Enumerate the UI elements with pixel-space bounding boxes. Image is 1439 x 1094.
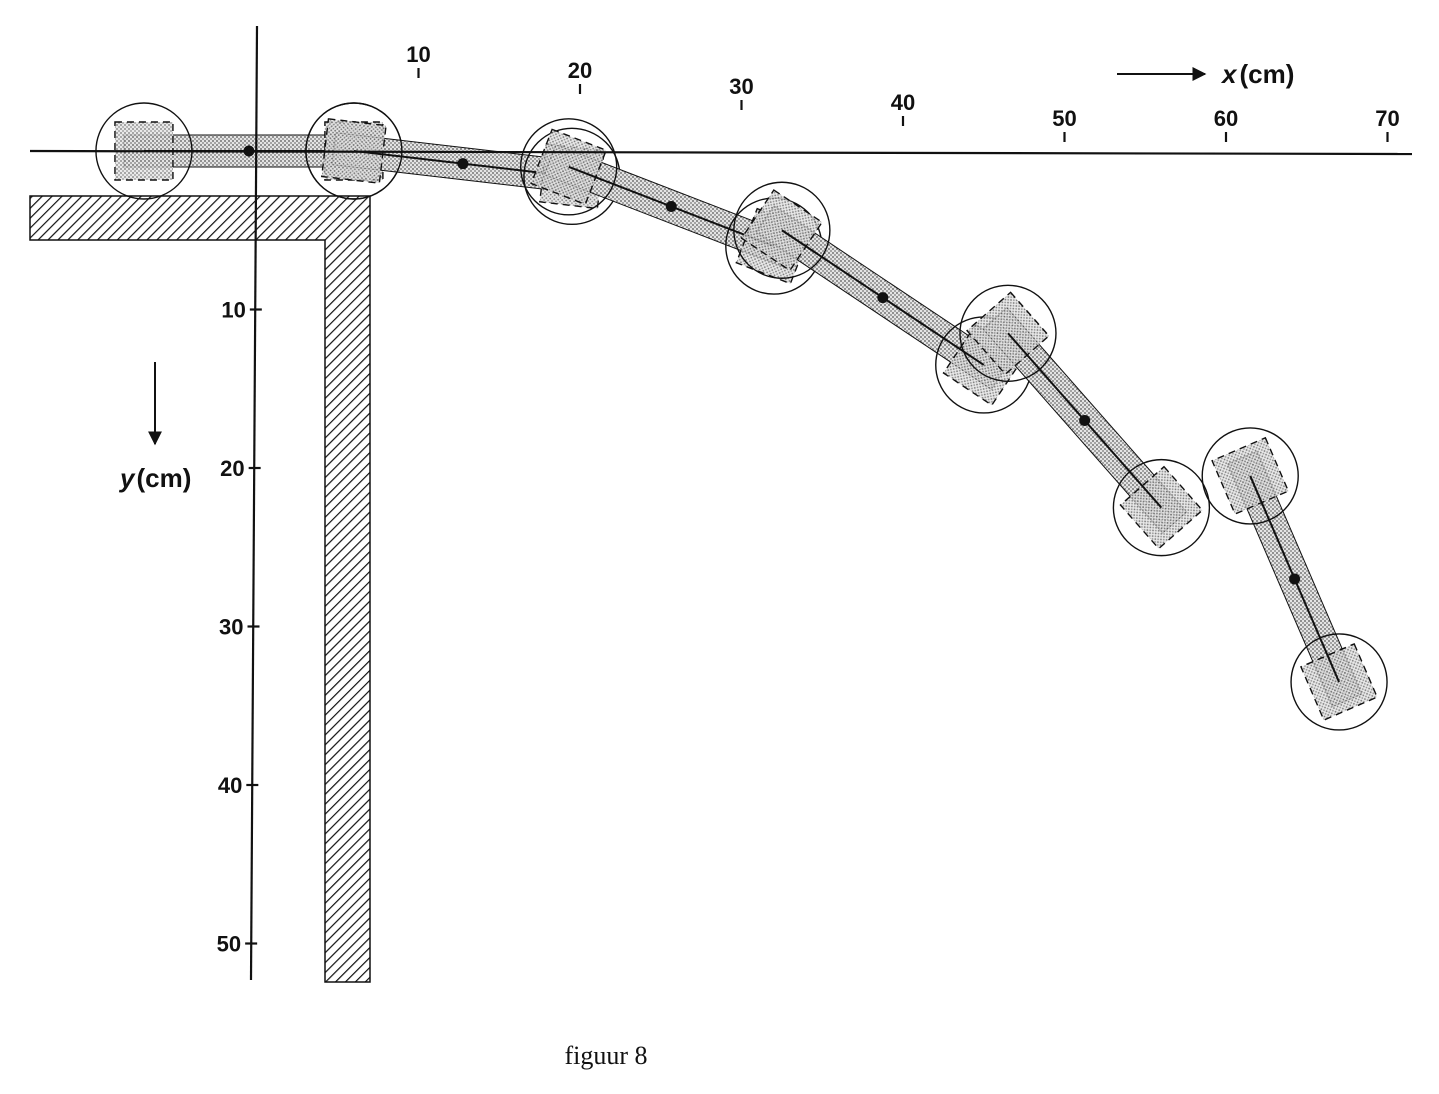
y-axis-title: y(cm)	[118, 463, 191, 493]
x-tick-label: 30	[729, 74, 753, 99]
end-circle	[1290, 633, 1388, 731]
y-tick-label: 50	[217, 932, 241, 957]
x-axis-line	[29, 149, 1413, 156]
end-circle	[1112, 458, 1211, 557]
end-circle	[519, 118, 618, 216]
x-tick-label: 70	[1375, 106, 1399, 131]
figure-caption: figuur 8	[564, 1041, 647, 1070]
x-tick-label: 40	[891, 90, 915, 115]
y-tick-label: 40	[218, 773, 242, 798]
center-of-mass-dot	[665, 200, 677, 212]
x-axis-ticks: 10 20 30 40 50 60 70	[406, 42, 1400, 142]
end-circle	[959, 284, 1057, 382]
center-of-mass-dot	[457, 158, 469, 170]
center-of-mass-dot	[1079, 414, 1091, 426]
y-tick-label: 30	[219, 615, 243, 640]
center-of-mass-dot	[877, 292, 889, 304]
end-circle	[1201, 427, 1299, 525]
x-axis-title: x(cm)	[1220, 59, 1294, 89]
x-tick-label: 60	[1214, 106, 1238, 131]
y-axis-ticks: 10 20 30 40 50	[217, 298, 262, 957]
center-of-mass-dot	[1289, 573, 1301, 585]
y-axis-line	[249, 25, 259, 981]
axes: 10 20 30 40 50 60 70 10 20 30 40 50 x(cm) y(cm)	[29, 25, 1413, 981]
y-tick-label: 20	[220, 456, 244, 481]
rod-position	[733, 181, 1033, 414]
rod-position	[1201, 427, 1388, 731]
x-tick-label: 20	[568, 58, 592, 83]
table-edge	[29, 195, 371, 983]
x-tick-label: 50	[1052, 106, 1076, 131]
end-circle	[733, 181, 831, 279]
x-tick-label: 10	[406, 42, 430, 67]
rod-position	[959, 284, 1211, 557]
y-tick-label: 10	[221, 298, 245, 323]
